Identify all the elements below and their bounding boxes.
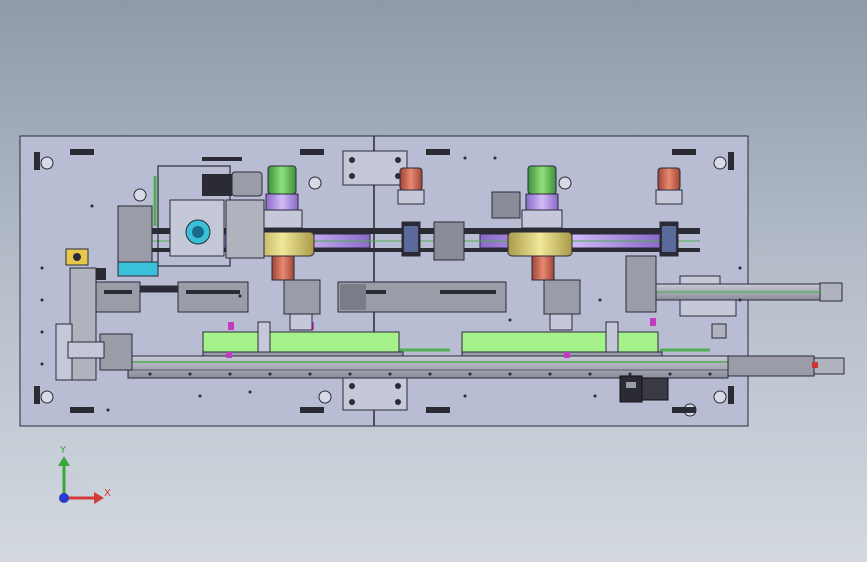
left-vertical-arm[interactable] — [55, 267, 133, 381]
slide-pallet-right[interactable] — [461, 321, 710, 357]
slide-pallet-left[interactable] — [202, 321, 450, 357]
main-linear-rail[interactable] — [127, 355, 729, 379]
rail-bolt-row — [148, 372, 712, 376]
right-cylinder-lower[interactable] — [727, 355, 845, 377]
motor-station-1[interactable] — [261, 165, 321, 331]
triad-z-axis — [59, 493, 69, 503]
center-sensor-block[interactable] — [433, 191, 521, 261]
triad-x-label: X — [104, 488, 111, 499]
triad-y-label: Y — [59, 445, 67, 456]
edge-slot-marks — [34, 149, 734, 413]
motor-station-2[interactable] — [397, 167, 425, 257]
view-orientation-triad: Y X — [58, 445, 111, 504]
left-feeder-unit[interactable] — [117, 165, 265, 277]
yellow-connector[interactable] — [65, 248, 89, 266]
gold-turntable-right[interactable] — [507, 231, 573, 257]
lower-carriage-details — [104, 284, 496, 310]
plate-link-block-top[interactable] — [342, 150, 408, 186]
side-plate-right[interactable] — [679, 299, 737, 339]
mounting-holes — [40, 156, 727, 417]
fastener-dots — [40, 156, 742, 412]
motor-station-3[interactable] — [521, 165, 581, 331]
drive-motor[interactable] — [619, 375, 669, 403]
plate-link-block-bottom[interactable] — [342, 377, 408, 411]
motor-station-4[interactable] — [625, 167, 683, 313]
